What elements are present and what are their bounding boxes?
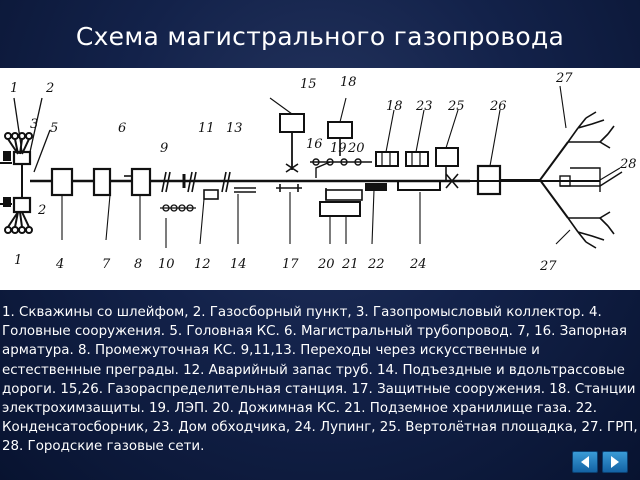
label-4: 4: [55, 257, 64, 272]
label-26: 26: [489, 99, 507, 114]
label-27-bottom: 27: [539, 259, 557, 274]
label-11: 11: [198, 121, 215, 136]
gas-collection-point: [0, 150, 32, 214]
pipeline-diagram: 1 2 5 3 2 6 9 11 13 15 16 18 19 20 18 23…: [0, 68, 640, 290]
label-19: 19: [330, 141, 347, 156]
nav-forward-button[interactable]: [602, 451, 628, 473]
label-7: 7: [102, 257, 111, 272]
label-15: 15: [300, 77, 317, 92]
arrow-left-icon: [581, 456, 589, 468]
label-3: 3: [30, 117, 38, 132]
label-27-top: 27: [555, 71, 573, 86]
label-2-mid: 2: [37, 203, 46, 218]
wells-group: [3, 132, 33, 234]
label-24: 24: [409, 257, 427, 272]
label-1-top: 1: [10, 81, 18, 96]
slide-title: Схема магистрального газопровода: [75, 22, 565, 51]
label-1-bottom: 1: [14, 253, 22, 268]
label-23: 23: [415, 99, 433, 114]
arrow-right-icon: [611, 456, 619, 468]
booster-compressor-station: [319, 201, 361, 217]
legend-text: 1. Скважины со шлейфом, 2. Газосборный п…: [2, 305, 638, 455]
label-16: 16: [306, 137, 323, 152]
head-structures: [50, 167, 74, 197]
label-6: 6: [118, 121, 126, 136]
nav-back-button[interactable]: [572, 451, 598, 473]
label-2-top: 2: [45, 81, 54, 96]
label-13: 13: [226, 121, 243, 136]
gas-distribution-station-15: [279, 113, 305, 133]
intermediate-compressor-station: [130, 167, 152, 197]
label-18-mid: 18: [386, 99, 403, 114]
label-17: 17: [282, 257, 299, 272]
label-12: 12: [194, 257, 211, 272]
label-18-top: 18: [340, 75, 357, 90]
label-8: 8: [134, 257, 142, 272]
label-21: 21: [341, 257, 359, 272]
label-14: 14: [230, 257, 247, 272]
label-9: 9: [160, 141, 168, 156]
label-5: 5: [50, 121, 58, 136]
label-20-top: 20: [347, 141, 365, 156]
label-28: 28: [619, 157, 637, 172]
label-22: 22: [367, 257, 385, 272]
label-10: 10: [158, 257, 175, 272]
label-25: 25: [447, 99, 465, 114]
head-compressor-station: [92, 167, 112, 197]
label-20-bottom: 20: [317, 257, 335, 272]
